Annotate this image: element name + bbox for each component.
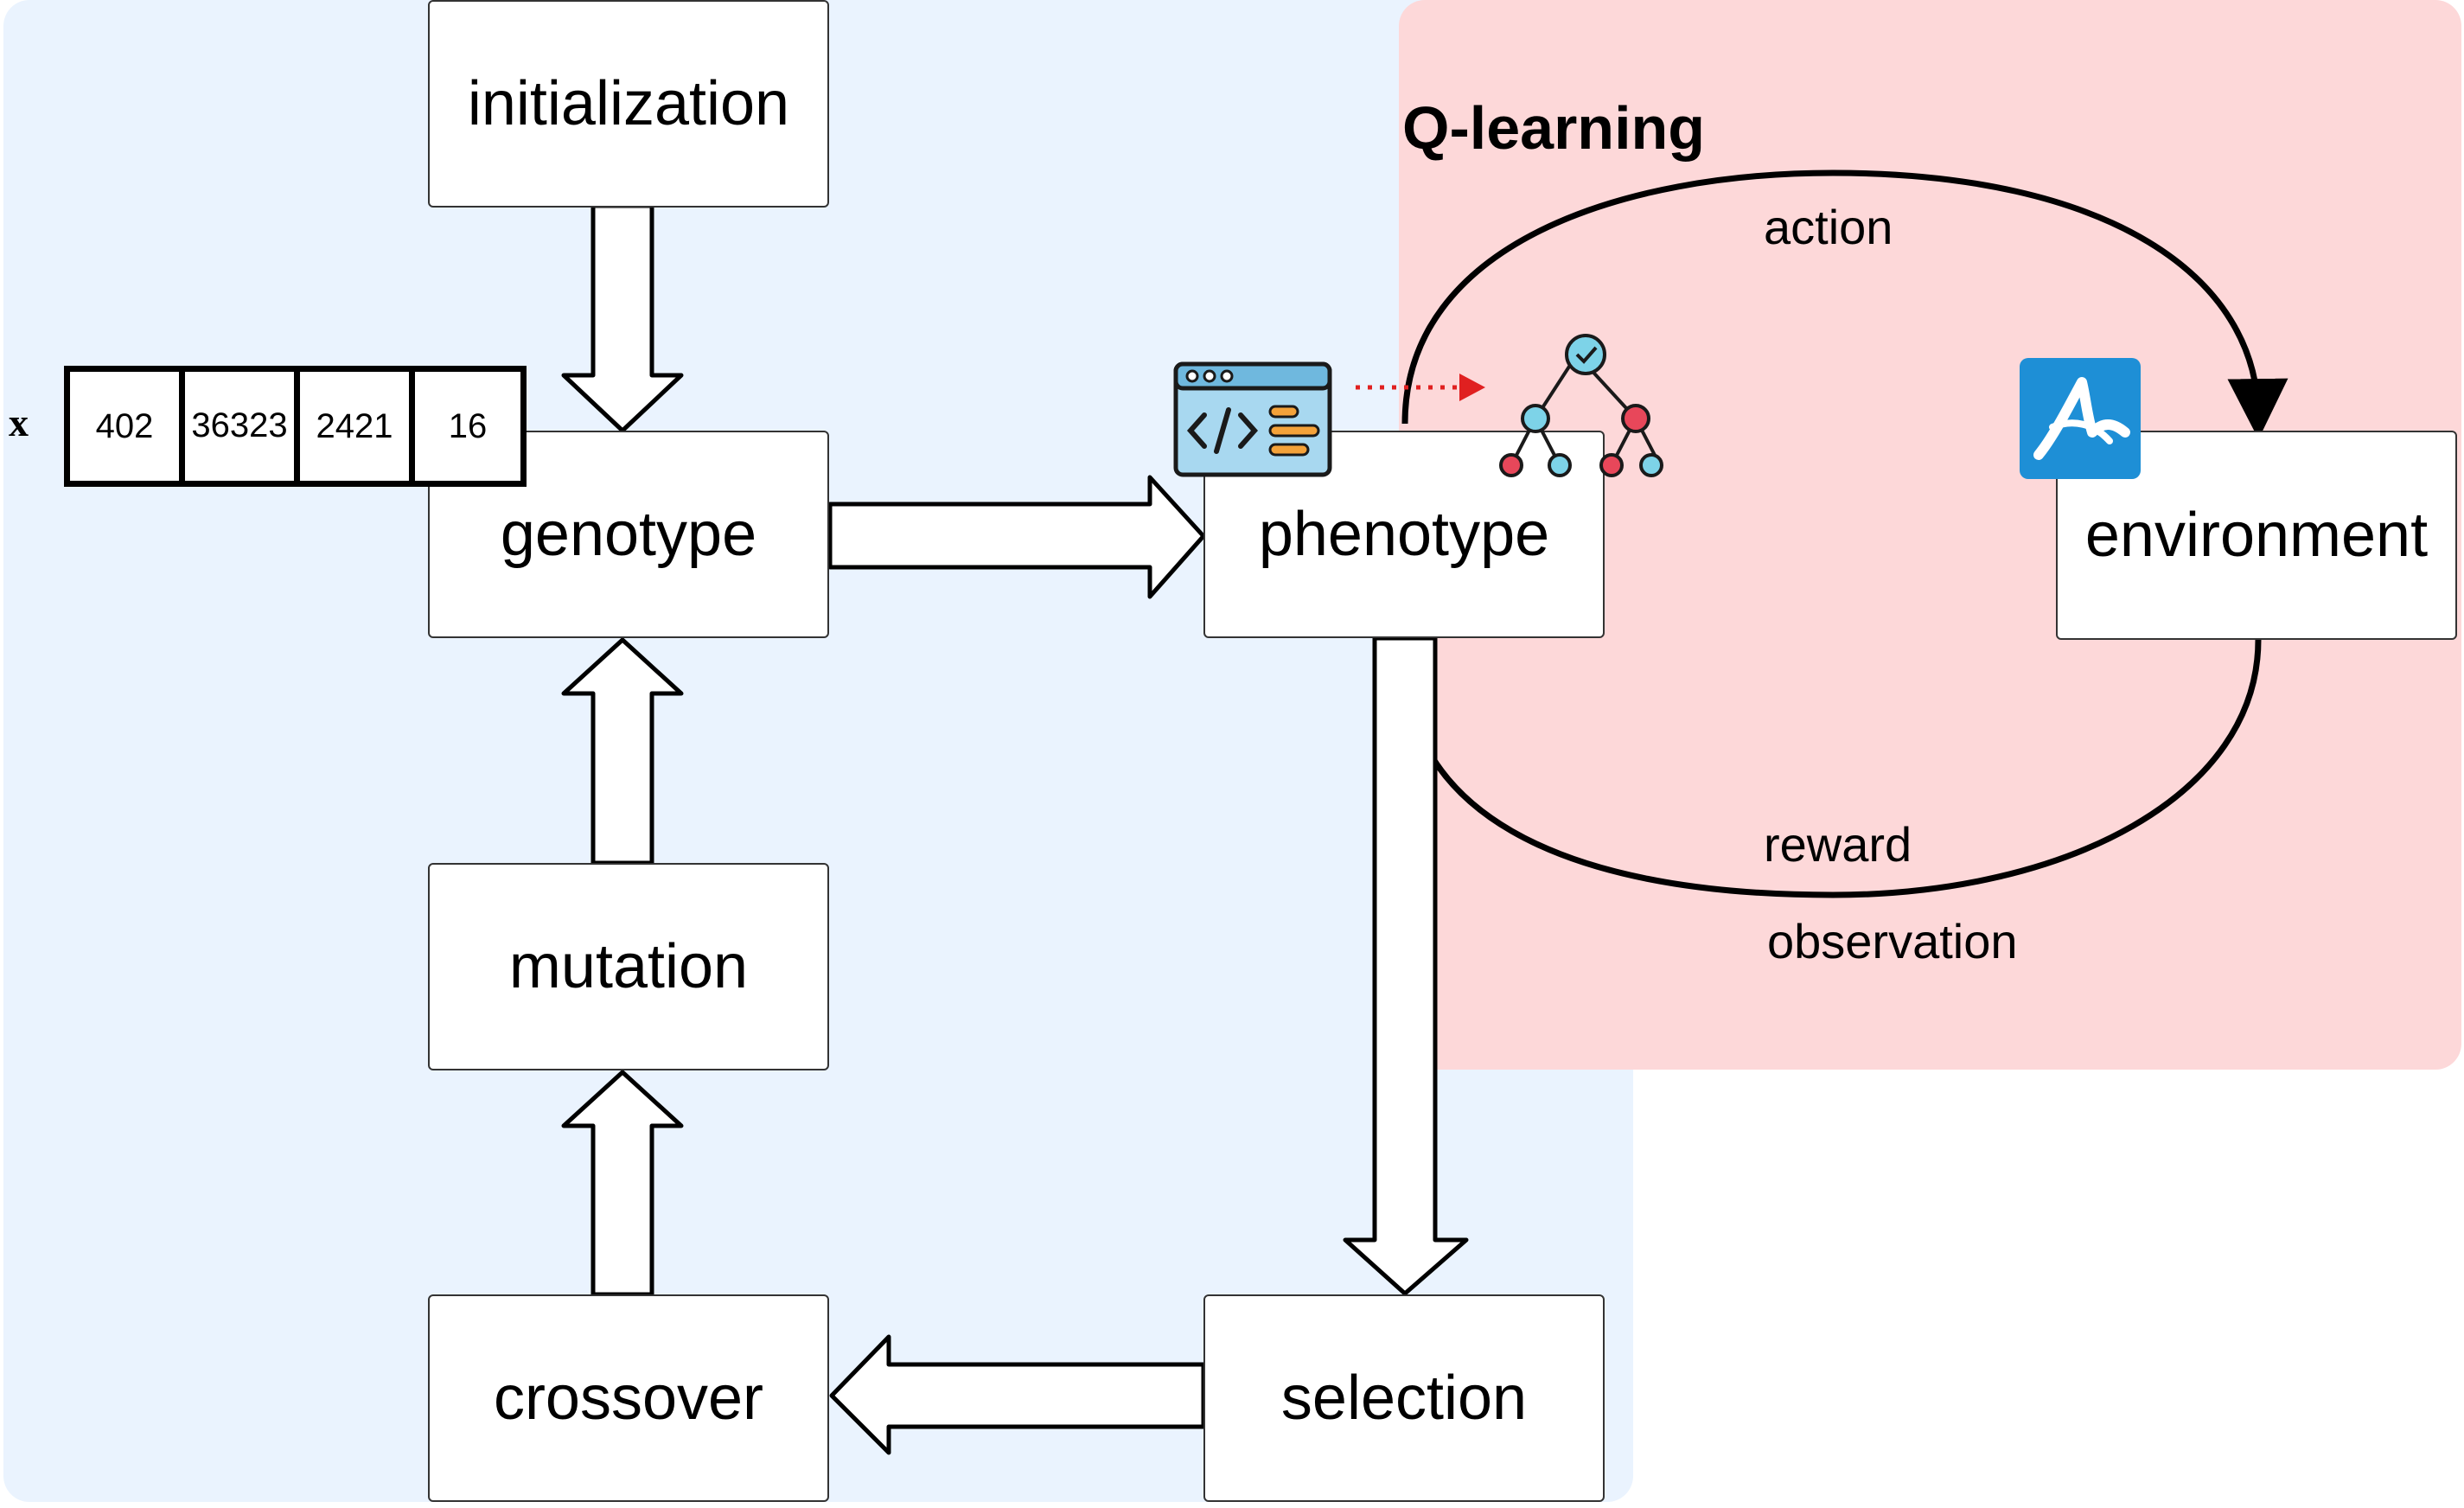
qlearning-title: Q-learning xyxy=(1402,94,1706,162)
observation-label: observation xyxy=(1767,914,2018,968)
mutation-node[interactable]: mutation xyxy=(428,863,829,1070)
phenotype-to-selection-arrow xyxy=(1343,636,1469,1296)
reward-loop-arrow xyxy=(1375,633,2262,898)
crossover-to-mutation-arrow xyxy=(561,1070,684,1297)
environment-logo-icon xyxy=(2020,358,2141,479)
genotype-to-phenotype-arrow xyxy=(827,475,1206,599)
vector-cell: 36323 xyxy=(179,366,300,487)
mutation-to-genotype-arrow xyxy=(561,637,684,866)
action-loop-arrow xyxy=(1401,169,2288,439)
selection-node[interactable]: selection xyxy=(1203,1294,1605,1502)
crossover-node[interactable]: crossover xyxy=(428,1294,829,1502)
vector-label: x xyxy=(9,400,29,444)
selection-to-crossover-arrow xyxy=(829,1334,1206,1455)
reward-label: reward xyxy=(1764,817,1912,872)
vector-cell: 402 xyxy=(64,366,185,487)
init-to-genotype-arrow xyxy=(561,203,684,433)
vector-cell: 16 xyxy=(409,366,527,487)
action-label: action xyxy=(1764,200,1893,254)
code-window-icon xyxy=(1173,361,1332,477)
vector-cell: 2421 xyxy=(294,366,415,487)
initialization-node[interactable]: initialization xyxy=(428,0,829,208)
decision-tree-icon xyxy=(1499,334,1663,477)
